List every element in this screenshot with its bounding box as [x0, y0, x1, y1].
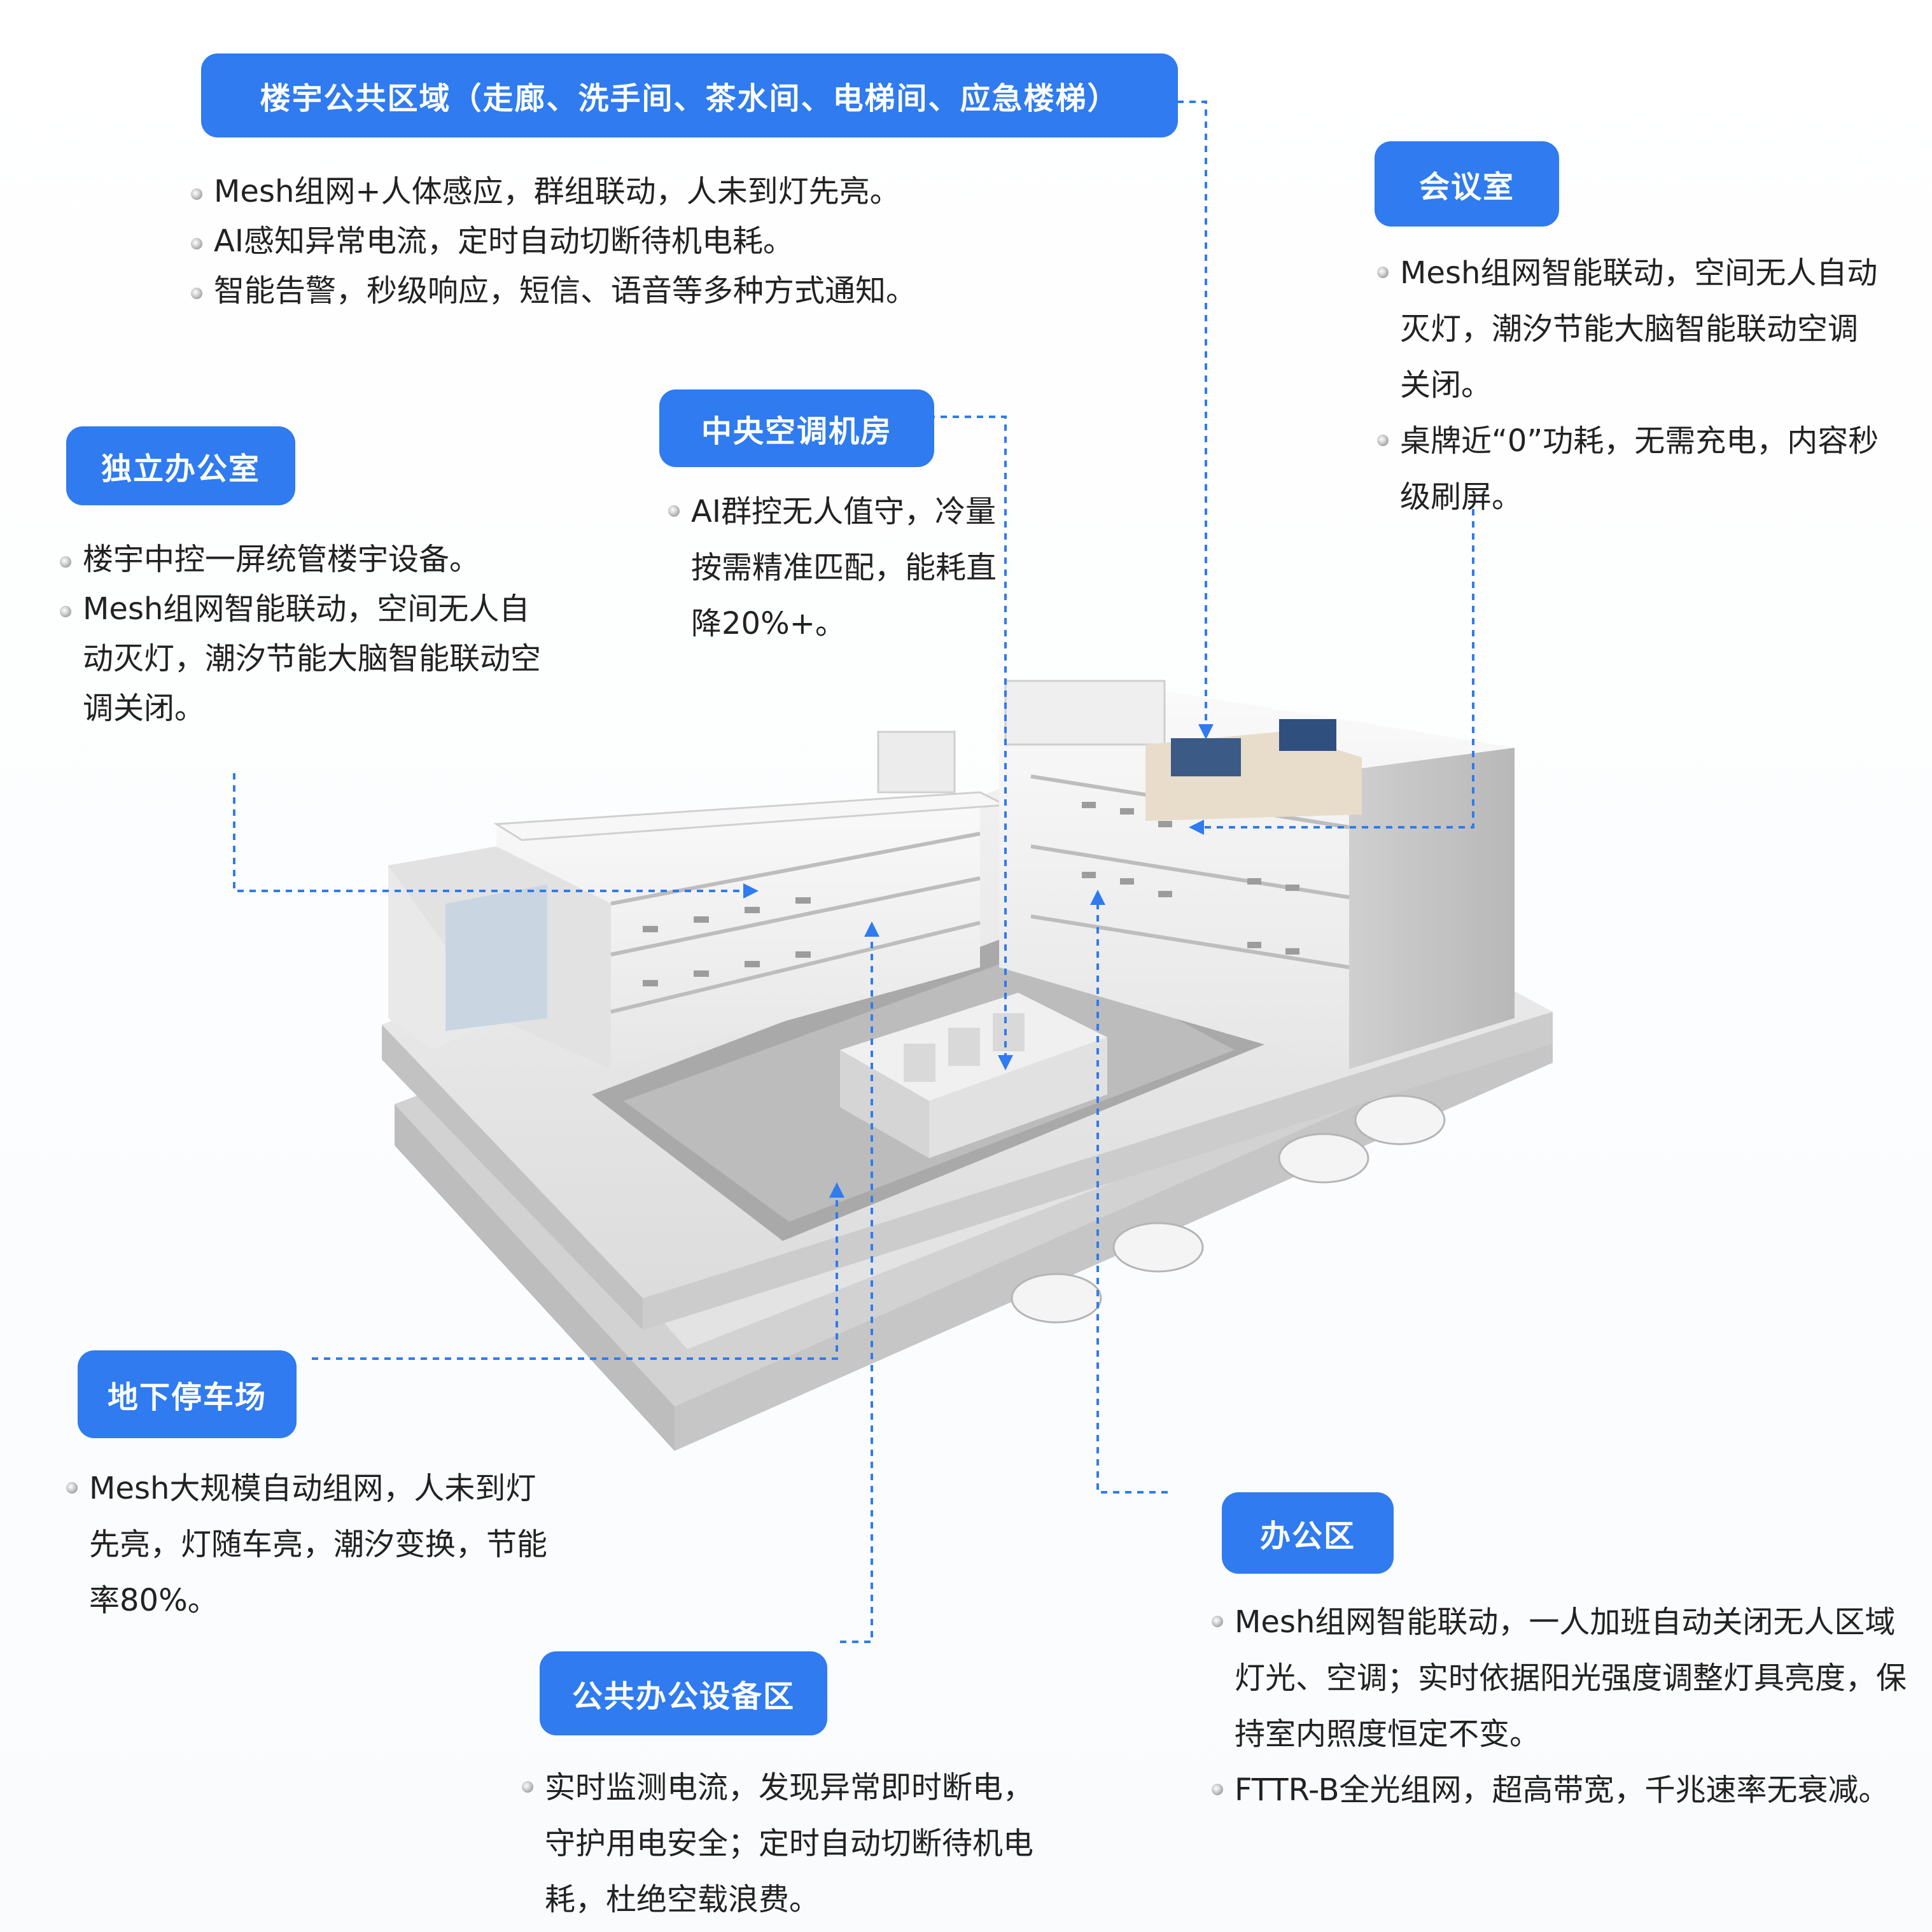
bullet-item: FTTR-B全光组网，超高带宽，千兆速率无衰减。 — [1209, 1762, 1915, 1818]
bullet-item: Mesh组网智能联动，空间无人自动灭灯，潮汐节能大脑智能联动空调关闭。 — [1375, 245, 1884, 413]
bullet-item: 智能告警，秒级响应，短信、语音等多种方式通知。 — [188, 266, 1079, 316]
label-meeting-room: 会议室 — [1375, 141, 1559, 227]
bullets-hvac-room: AI群控无人值守，冷量按需精准匹配，能耗直降20%+。 — [666, 484, 997, 652]
label-office-area: 办公区 — [1222, 1492, 1394, 1574]
label-parking: 地下停车场 — [78, 1350, 297, 1438]
label-equipment-area: 公共办公设备区 — [540, 1651, 827, 1735]
bullet-item: Mesh组网+人体感应，群组联动，人未到灯先亮。 — [188, 167, 1079, 216]
bullet-item: AI群控无人值守，冷量按需精准匹配，能耗直降20%+。 — [666, 484, 997, 652]
bullets-public-area: Mesh组网+人体感应，群组联动，人未到灯先亮。 AI感知异常电流，定时自动切断… — [188, 167, 1079, 316]
bullet-item: 楼宇中控一屏统管楼宇设备。 — [57, 535, 554, 584]
left-building — [388, 731, 1009, 1069]
bullet-item: Mesh组网智能联动，空间无人自动灭灯，潮汐节能大脑智能联动空调关闭。 — [57, 584, 554, 733]
connector-independent — [233, 773, 759, 899]
bullet-item: Mesh大规模自动组网，人未到灯先亮，灯随车亮，潮汐变换，节能率80%。 — [64, 1460, 560, 1628]
label-public-area: 楼宇公共区域（走廊、洗手间、茶水间、电梯间、应急楼梯） — [201, 53, 1178, 137]
bullets-meeting-room: Mesh组网智能联动，空间无人自动灭灯，潮汐节能大脑智能联动空调关闭。 桌牌近“… — [1375, 245, 1884, 525]
bullets-parking: Mesh大规模自动组网，人未到灯先亮，灯随车亮，潮汐变换，节能率80%。 — [64, 1460, 560, 1628]
connector-lines — [233, 101, 1474, 1643]
connector-meeting — [1189, 509, 1474, 835]
bullet-item: 桌牌近“0”功耗，无需充电，内容秒级刷屏。 — [1375, 413, 1884, 525]
bullet-item: 实时监测电流，发现异常即时断电，守护用电安全；定时自动切断待机电耗，杜绝空载浪费… — [519, 1760, 1054, 1928]
bullets-independent-office: 楼宇中控一屏统管楼宇设备。 Mesh组网智能联动，空间无人自动灭灯，潮汐节能大脑… — [57, 535, 554, 733]
bullets-office-area: Mesh组网智能联动，一人加班自动关闭无人区域灯光、空调；实时依据阳光强度调整灯… — [1209, 1594, 1915, 1818]
label-independent-office: 独立办公室 — [66, 426, 295, 505]
connector-parking — [312, 1182, 844, 1360]
bullets-equipment-area: 实时监测电流，发现异常即时断电，守护用电安全；定时自动切断待机电耗，杜绝空载浪费… — [519, 1760, 1054, 1928]
bullet-item: AI感知异常电流，定时自动切断待机电耗。 — [188, 216, 1079, 266]
connector-hvac — [916, 416, 1013, 1070]
bullet-item: Mesh组网智能联动，一人加班自动关闭无人区域灯光、空调；实时依据阳光强度调整灯… — [1209, 1594, 1915, 1762]
label-hvac-room: 中央空调机房 — [659, 389, 934, 467]
connector-public — [1177, 101, 1214, 739]
